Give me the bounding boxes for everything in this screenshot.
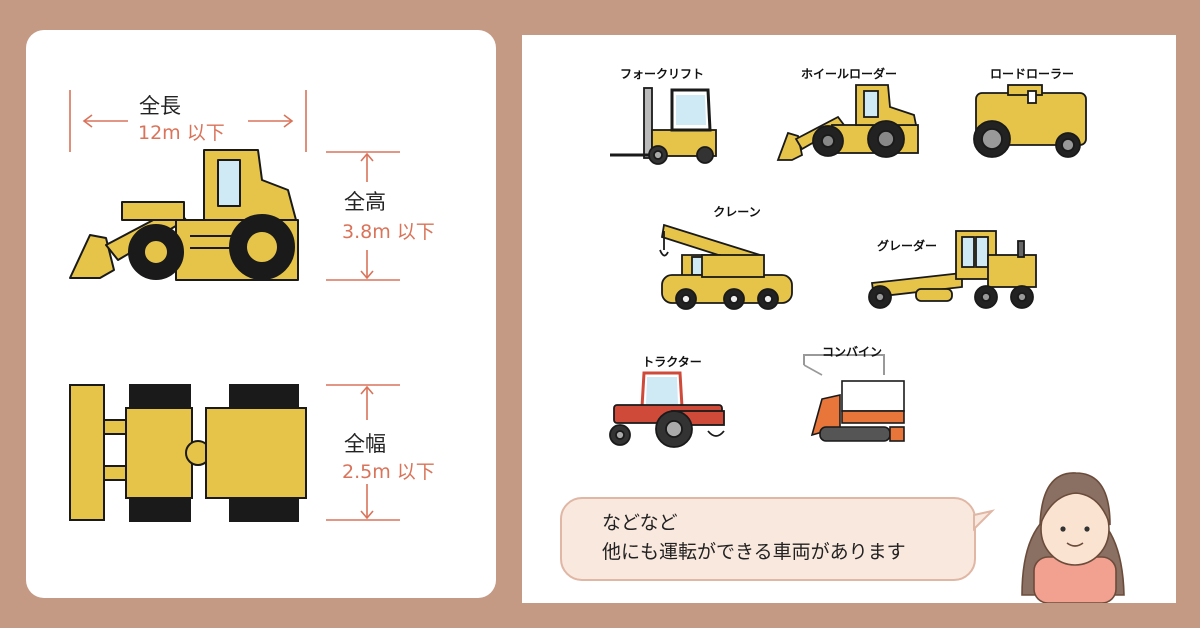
speech-bubble: などなど 他にも運転ができる車両があります (560, 497, 976, 581)
height-dimension-lines (326, 151, 400, 281)
length-dimension-lines (69, 90, 307, 152)
vehicle-label-wheel-loader: ホイールローダー (800, 67, 897, 81)
height-label: 全高 (344, 190, 386, 214)
tractor-icon (609, 371, 725, 448)
vehicle-label-forklift: フォークリフト (619, 67, 704, 81)
width-value: 2.5m 以下 (342, 461, 435, 483)
speech-line-1: などなど (602, 512, 678, 534)
vehicle-label-crane: クレーン (713, 205, 761, 219)
vehicle-label-combine: コンバイン (821, 345, 882, 359)
wheel-loader-icon (776, 84, 919, 161)
length-value: 12m 以下 (138, 122, 225, 144)
combine-icon (803, 354, 905, 442)
height-value: 3.8m 以下 (342, 221, 435, 243)
vehicle-label-tractor: トラクター (642, 355, 702, 369)
vehicle-label-road-roller: ロードローラー (989, 67, 1074, 81)
speech-line-2: 他にも運転ができる車両があります (602, 541, 906, 563)
wheel-loader-wheels (128, 214, 295, 280)
forklift-icon (610, 87, 717, 165)
road-roller-icon (973, 84, 1087, 158)
vehicle-label-grader: グレーダー (876, 239, 937, 253)
dimensions-panel: 全長 12m 以下 全高 3.8m 以下 全幅 2.5m 以下 (26, 30, 496, 598)
grader-icon (868, 230, 1037, 309)
crane-icon (659, 223, 793, 310)
vehicles-panel: フォークリフト ホイールローダー ロードローラー クレーン グレーダー トラクタ… (522, 35, 1176, 603)
length-label: 全長 (139, 94, 181, 118)
wheel-loader-top-icon (69, 384, 307, 522)
dimension-diagram (69, 90, 400, 522)
vehicle-illustrations (609, 84, 1087, 448)
width-dimension-lines (326, 384, 400, 521)
width-label: 全幅 (344, 432, 386, 456)
